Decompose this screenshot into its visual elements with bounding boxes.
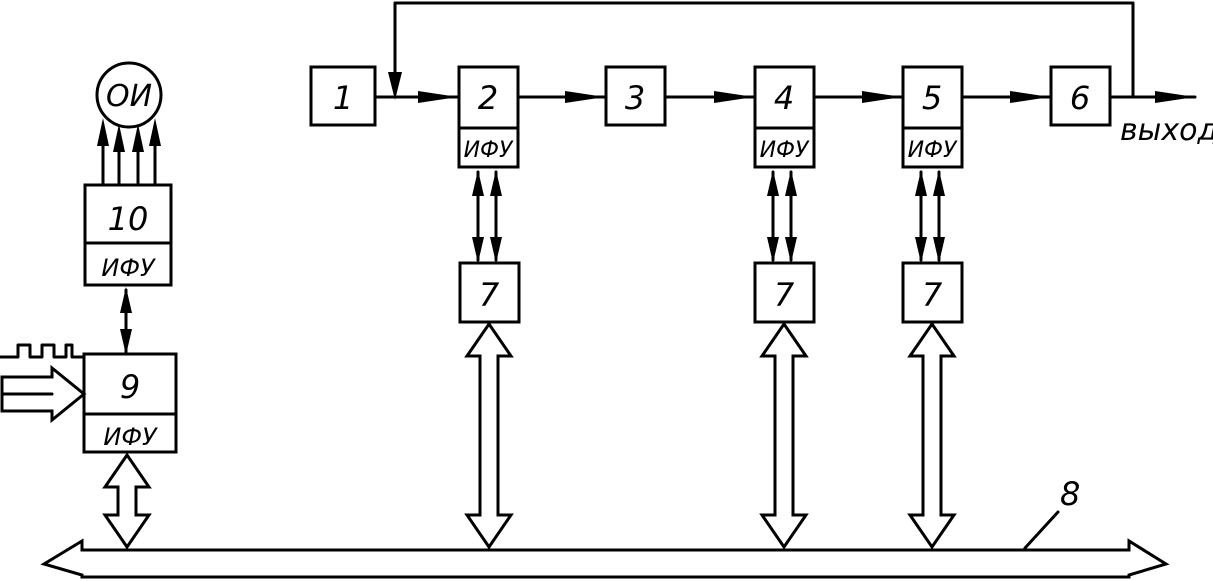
- block-4: 4 ИФУ: [753, 65, 816, 169]
- bus-8: 8: [40, 475, 1170, 579]
- output-label: выход: [1120, 113, 1213, 148]
- tap-9: [102, 452, 152, 550]
- feedback-loop: [388, 1, 1135, 100]
- oi-label: ОИ: [106, 79, 152, 114]
- block-9-inputs: [0, 343, 87, 424]
- link-2-7: [472, 170, 502, 263]
- block-3: 3: [604, 65, 667, 127]
- block-5-label: 5: [922, 79, 942, 117]
- block-5-sub-label: ИФУ: [908, 138, 958, 163]
- block-4-label: 4: [774, 79, 794, 117]
- bus-taps: [102, 321, 957, 550]
- block-6: 6: [1049, 65, 1112, 127]
- signal-chain: [373, 91, 1197, 103]
- link-9-10: [120, 287, 132, 355]
- block-7a: 7: [458, 261, 521, 324]
- block-9-label: 9: [120, 368, 140, 406]
- block-10: 10 ИФУ: [83, 183, 173, 287]
- oi-object: ОИ: [95, 61, 163, 129]
- link-5-7: [915, 170, 945, 263]
- tap-7a: [464, 321, 514, 550]
- block-5: 5 ИФУ: [901, 65, 964, 169]
- block-3-label: 3: [625, 79, 645, 117]
- bus-label: 8: [1060, 475, 1080, 513]
- block-9-sub-label: ИФУ: [103, 423, 158, 451]
- block-7b: 7: [753, 261, 816, 324]
- block-2-sub-label: ИФУ: [464, 138, 514, 163]
- oi-arrows: [97, 118, 161, 187]
- block-4-sub-label: ИФУ: [760, 138, 810, 163]
- block-7c-label: 7: [922, 276, 943, 314]
- ifu-links: [472, 170, 945, 263]
- block-1-label: 1: [333, 79, 353, 117]
- block-6-label: 6: [1070, 79, 1090, 117]
- tap-7b: [759, 321, 809, 550]
- block-10-sub-label: ИФУ: [101, 254, 156, 282]
- tap-7c: [907, 321, 957, 550]
- block-2: 2 ИФУ: [457, 65, 520, 169]
- block-9: 9 ИФУ: [82, 352, 178, 454]
- block-2-label: 2: [478, 79, 498, 117]
- link-4-7: [767, 170, 797, 263]
- block-7a-label: 7: [479, 276, 500, 314]
- block-10-label: 10: [108, 200, 149, 238]
- block-1: 1: [309, 65, 377, 127]
- block-7c: 7: [901, 261, 964, 324]
- block-7b-label: 7: [774, 276, 795, 314]
